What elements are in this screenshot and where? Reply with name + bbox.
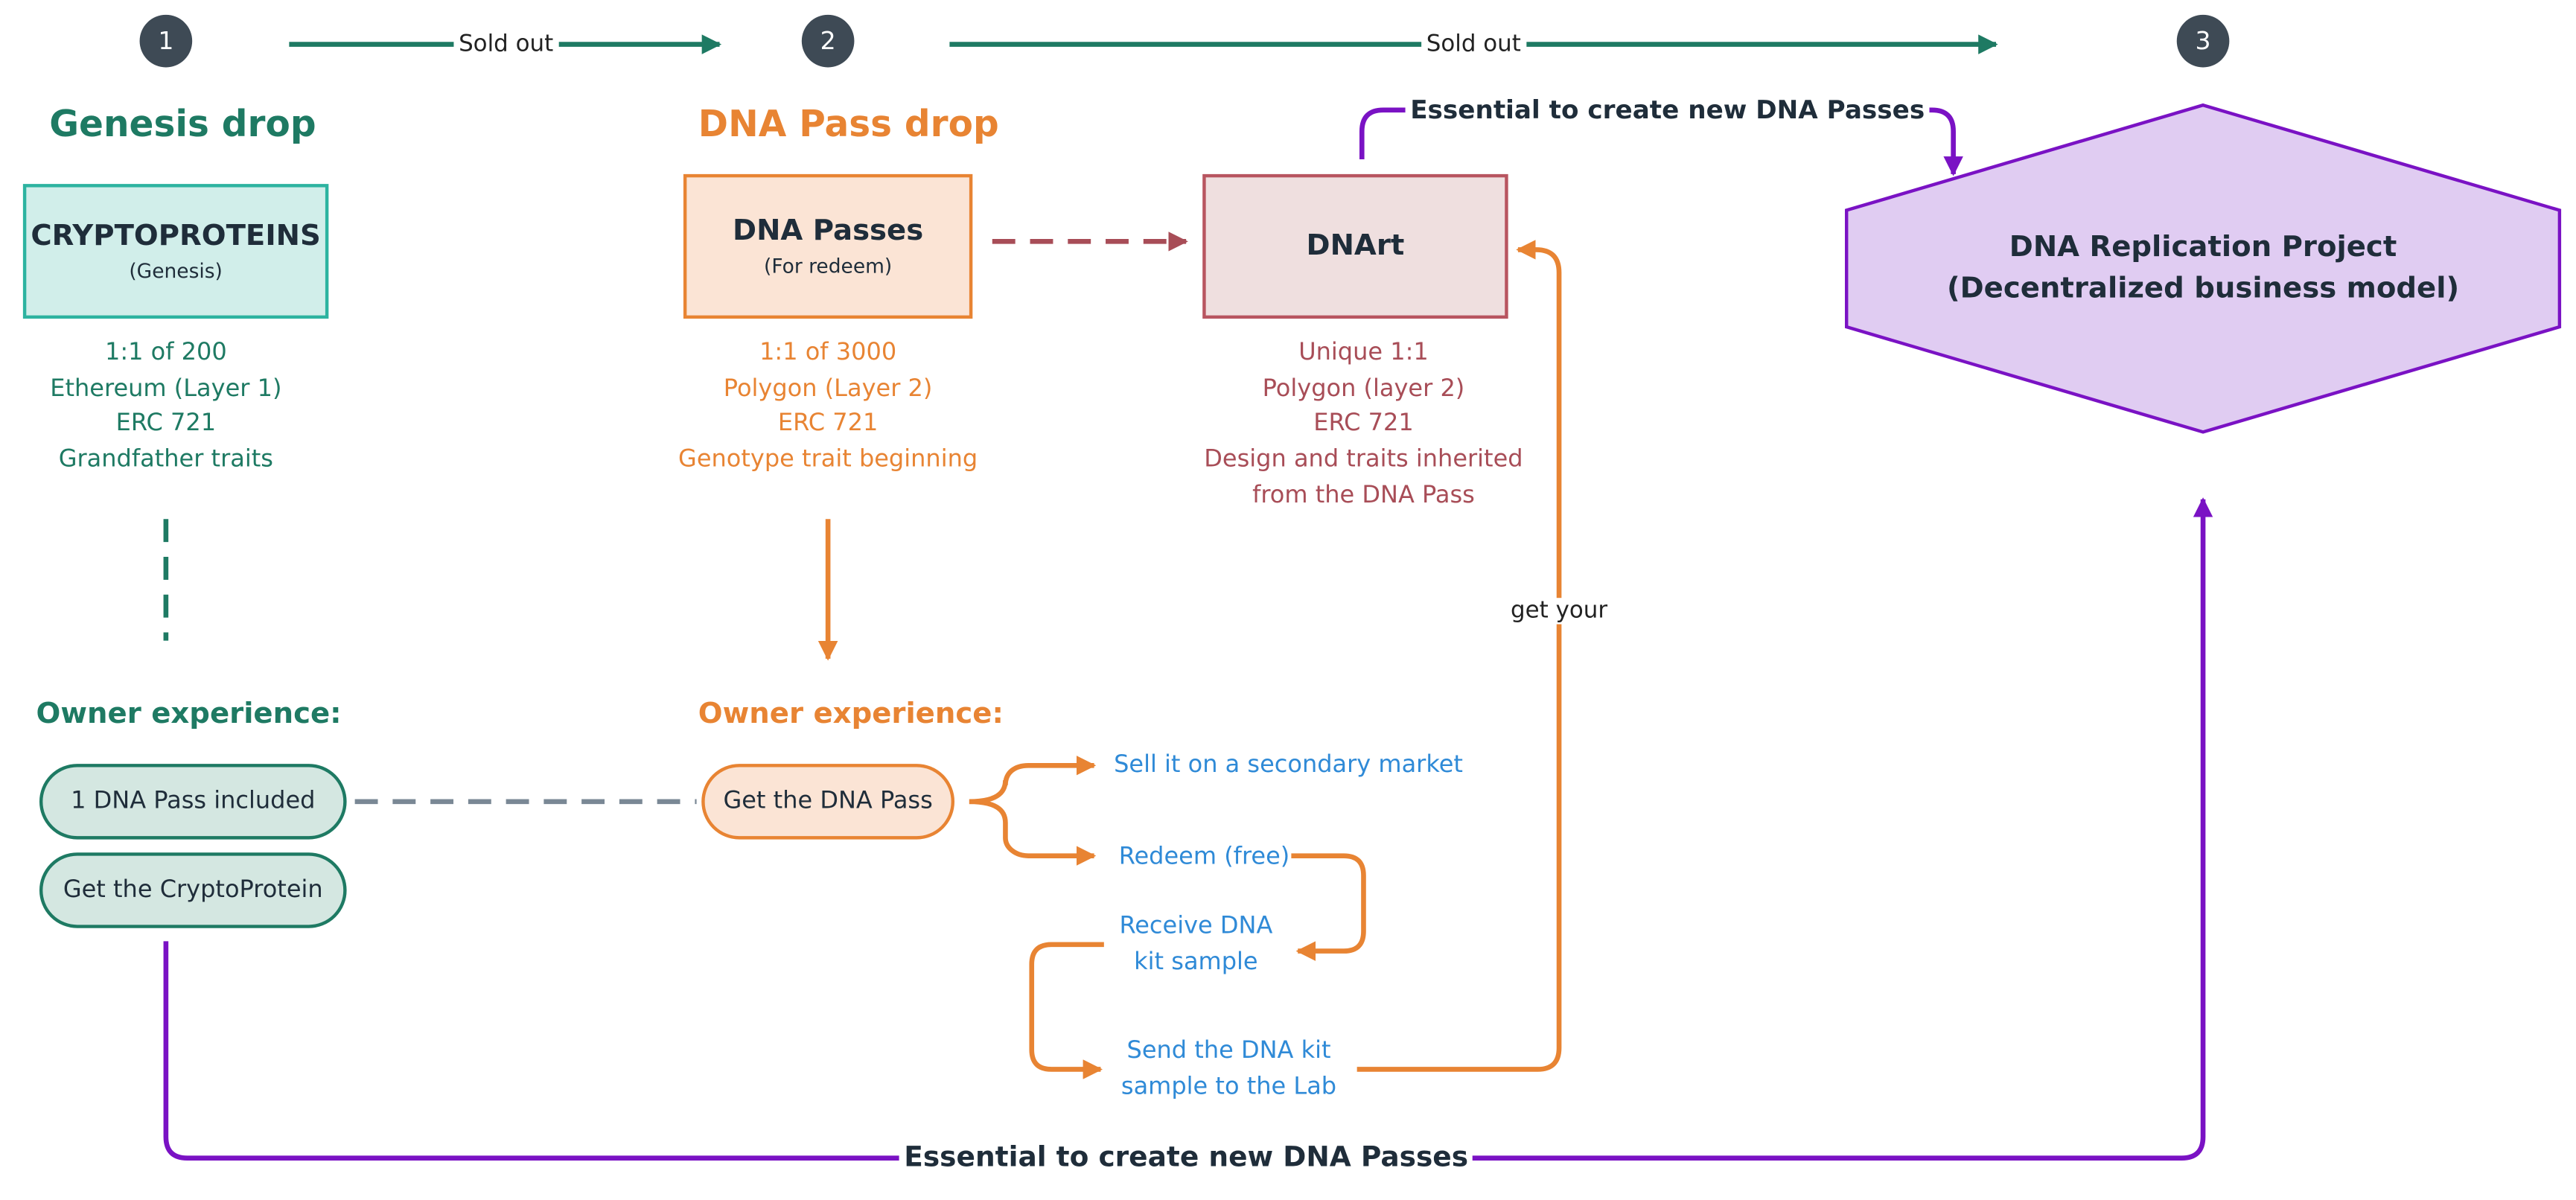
- dnapass-info-line: 1:1 of 3000: [759, 339, 897, 367]
- get-your-label: get your: [1505, 598, 1613, 625]
- branch-to-redeem: [969, 799, 1097, 866]
- replication-hexagon: [1845, 103, 2562, 434]
- step-2-badge: 2: [801, 14, 855, 68]
- receive-kit-action: Receive DNA kit sample: [1097, 908, 1295, 980]
- send-kit-action: Send the DNA kit sample to the Lab: [1107, 1033, 1351, 1105]
- cryptoproteins-box-title: CRYPTOPROTEINS: [31, 220, 321, 253]
- send-kit-line: Send the DNA kit: [1126, 1038, 1331, 1065]
- receive-kit-line: Receive DNA: [1119, 913, 1273, 940]
- cryptoproteins-box: CRYPTOPROTEINS (Genesis): [22, 184, 329, 319]
- redeem-action: Redeem (free): [1118, 844, 1290, 871]
- send-kit-line: sample to the Lab: [1120, 1074, 1337, 1101]
- send-to-dnart: [1356, 240, 1562, 1072]
- genesis-info-line: Grandfather traits: [58, 447, 273, 473]
- branch-to-sell: [969, 756, 1097, 805]
- cryptoproteins-box-sub: (Genesis): [129, 259, 223, 283]
- essential-top-label: Essential to create new DNA Passes: [1405, 95, 1930, 125]
- replication-line: DNA Replication Project: [2009, 232, 2397, 265]
- dnart-box-title: DNArt: [1306, 229, 1405, 264]
- step-3-badge: 3: [2176, 14, 2230, 68]
- genesis-title: Genesis drop: [49, 105, 316, 147]
- get-dna-pass-pill: Get the DNA Pass: [701, 764, 955, 840]
- genesis-info-line: Ethereum (Layer 1): [50, 375, 282, 402]
- genesis-info: 1:1 of 200 Ethereum (Layer 1) ERC 721 Gr…: [0, 336, 332, 479]
- dnapass-info-line: Polygon (Layer 2): [723, 375, 933, 402]
- sold-out-label-1: Sold out: [453, 31, 558, 58]
- sell-secondary-action: Sell it on a secondary market: [1114, 752, 1463, 779]
- genesis-info-line: 1:1 of 200: [104, 339, 227, 367]
- genesis-info-line: ERC 721: [115, 411, 217, 438]
- dna-passes-box: DNA Passes (For redeem): [683, 173, 973, 319]
- dnart-info-line: ERC 721: [1313, 411, 1414, 438]
- receive-to-send: [1029, 942, 1104, 1079]
- step-1-badge: 1: [139, 14, 193, 68]
- dnapass-info-line: ERC 721: [777, 411, 879, 438]
- dna-passes-box-title: DNA Passes: [733, 215, 924, 249]
- dnart-info: Unique 1:1 Polygon (layer 2) ERC 721 Des…: [1167, 336, 1561, 514]
- essential-bottom-label: Essential to create new DNA Passes: [899, 1141, 1473, 1175]
- dnart-info-line: Design and traits inherited: [1204, 447, 1523, 473]
- redeem-to-receive: [1291, 853, 1366, 961]
- dnart-info-line: from the DNA Pass: [1252, 482, 1475, 509]
- dnapass-title: DNA Pass drop: [698, 105, 999, 147]
- dnapass-owner-title: Owner experience:: [698, 698, 1004, 731]
- dna-pass-included-pill: 1 DNA Pass included: [39, 764, 347, 840]
- sold-out-label-2: Sold out: [1421, 31, 1526, 58]
- dna-passes-box-sub: (For redeem): [764, 255, 893, 278]
- dnart-info-line: Polygon (layer 2): [1262, 375, 1465, 402]
- receive-kit-line: kit sample: [1134, 949, 1258, 976]
- get-cryptoprotein-pill: Get the CryptoProtein: [39, 852, 347, 928]
- dnart-info-line: Unique 1:1: [1298, 339, 1429, 367]
- dnart-box: DNArt: [1202, 173, 1508, 319]
- genesis-owner-title: Owner experience:: [36, 698, 342, 731]
- replication-project-text: DNA Replication Project (Decentralized b…: [1875, 229, 2532, 310]
- replication-line: (Decentralized business model): [1946, 272, 2460, 306]
- dnapass-info: 1:1 of 3000 Polygon (Layer 2) ERC 721 Ge…: [631, 336, 1025, 479]
- dnapass-info-line: Genotype trait beginning: [678, 447, 978, 473]
